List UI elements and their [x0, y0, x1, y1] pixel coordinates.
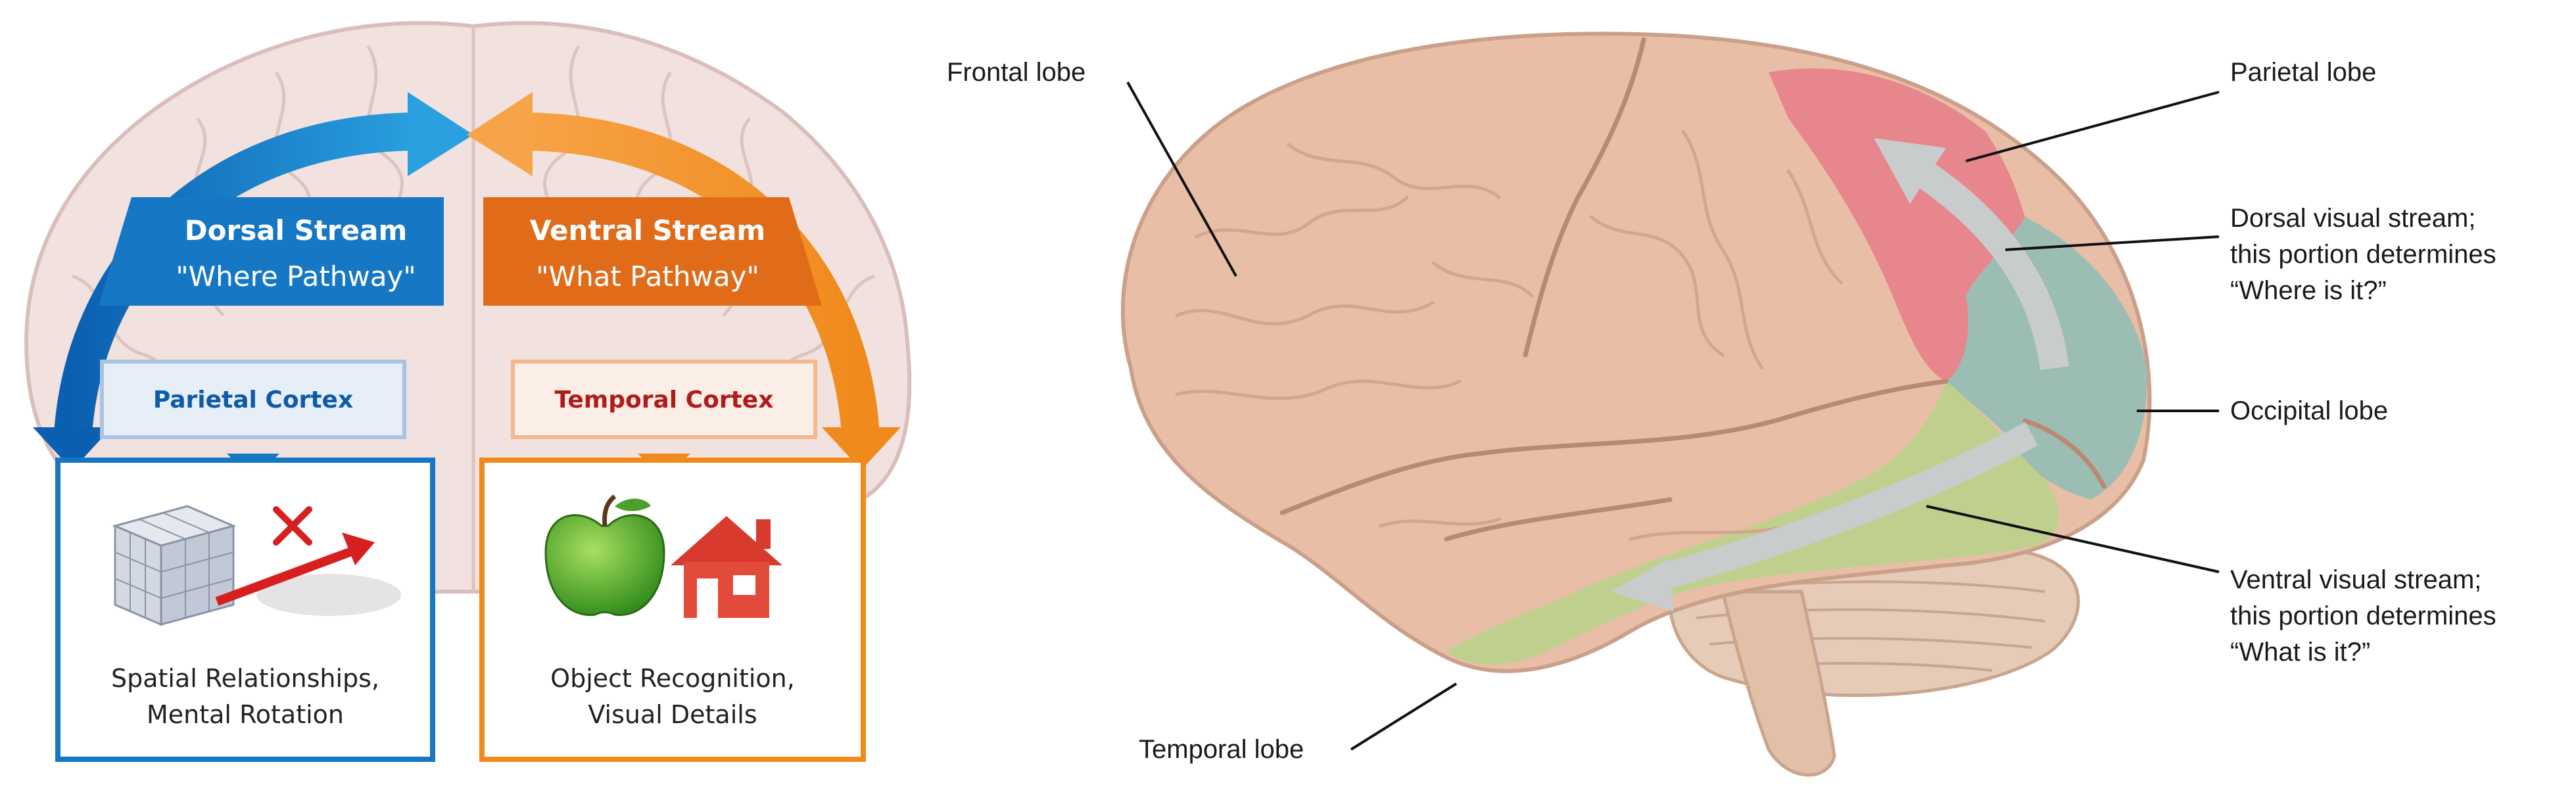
parietal-cortex-label: Parietal Cortex — [153, 387, 353, 413]
ventral-caption-line1: Object Recognition, — [550, 664, 795, 693]
cube-grid-icon — [115, 506, 233, 625]
dorsal-stream-label-line2: this portion determines — [2230, 240, 2496, 269]
dorsal-caption-line2: Mental Rotation — [147, 700, 344, 729]
occipital-lobe-label: Occipital lobe — [2230, 396, 2388, 425]
ventral-title: Ventral Stream — [530, 214, 765, 247]
temporal-cortex-label: Temporal Cortex — [555, 387, 774, 413]
ventral-stream-label-line1: Ventral visual stream; — [2230, 565, 2481, 594]
dorsal-caption-line1: Spatial Relationships, — [111, 664, 379, 693]
ventral-stream-label-line2: this portion determines — [2230, 602, 2496, 630]
parietal-lobe-label: Parietal lobe — [2230, 58, 2376, 87]
dorsal-subtitle: "Where Pathway" — [176, 260, 416, 293]
left-panel: Dorsal Stream "Where Pathway" Ventral St… — [26, 23, 909, 759]
dorsal-stream-label-line3: “Where is it?” — [2230, 276, 2387, 305]
dorsal-stream-label-line1: Dorsal visual stream; — [2230, 204, 2475, 233]
right-panel: Frontal lobe Parietal lobe Dorsal visual… — [947, 34, 2496, 774]
ventral-caption-line2: Visual Details — [588, 700, 757, 729]
ventral-stream-label-line3: “What is it?” — [2230, 638, 2370, 667]
dorsal-title: Dorsal Stream — [185, 214, 407, 247]
frontal-lobe-label: Frontal lobe — [947, 58, 1085, 87]
temporal-lobe-label: Temporal lobe — [1139, 735, 1304, 764]
ventral-subtitle: "What Pathway" — [536, 260, 759, 293]
